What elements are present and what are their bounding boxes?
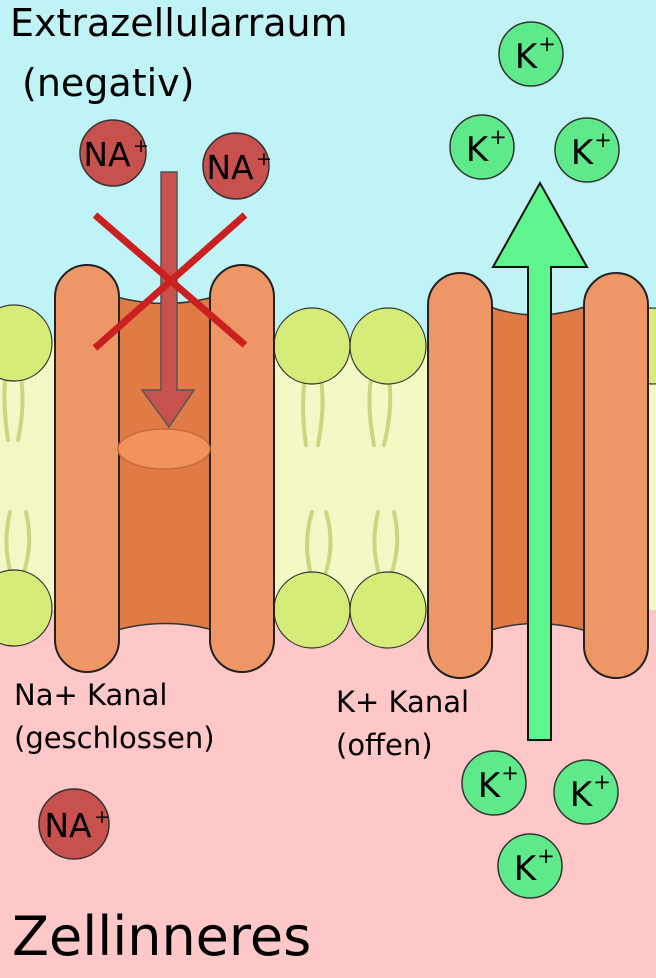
extracellular-title: Extrazellularraum <box>10 1 348 45</box>
k-ion-symbol: K <box>466 130 490 170</box>
na-ion-charge: + <box>133 135 149 157</box>
k-ion-symbol: K <box>514 849 538 889</box>
na-channel-state: (geschlossen) <box>14 721 215 755</box>
k-ion-charge: + <box>594 128 612 152</box>
k-channel-wall-left <box>427 272 493 679</box>
na-channel-wall-right <box>209 264 275 673</box>
k-ion: K + <box>553 759 619 825</box>
k-ion-charge: + <box>593 770 611 794</box>
k-channel <box>427 272 649 679</box>
na-ion-charge: + <box>94 806 110 828</box>
na-channel-label: Na+ Kanal <box>14 678 167 712</box>
k-ion-symbol: K <box>571 133 595 173</box>
na-ion: NA + <box>38 788 110 860</box>
k-ion: K + <box>498 21 564 87</box>
k-ion: K + <box>554 117 620 183</box>
na-ion-charge: + <box>256 148 272 170</box>
lipid-head <box>273 571 351 649</box>
k-ion-symbol: K <box>478 766 502 806</box>
na-channel-gate <box>117 428 211 470</box>
k-channel-label: K+ Kanal <box>336 685 469 719</box>
k-ion-charge: + <box>501 761 519 785</box>
k-channel-state: (offen) <box>336 728 433 762</box>
blocking-cross-icon <box>92 212 248 351</box>
k-ion-symbol: K <box>570 775 594 815</box>
k-ion: K + <box>461 750 527 816</box>
na-channel-wall-left <box>54 264 120 673</box>
na-ion-symbol: NA <box>83 135 131 174</box>
lipid-head <box>349 571 427 649</box>
na-ion-symbol: NA <box>206 148 254 187</box>
k-flow-arrow <box>491 180 589 741</box>
k-ion-charge: + <box>538 32 556 56</box>
lipid-tails-bottom <box>4 510 400 580</box>
na-channel <box>54 264 275 673</box>
k-ion-symbol: K <box>515 37 539 77</box>
lipid-head <box>0 304 53 382</box>
lipid-head <box>0 569 53 647</box>
na-ion-symbol: NA <box>44 806 92 845</box>
k-channel-wall-right <box>583 272 649 679</box>
na-blocked-arrow <box>140 171 196 429</box>
k-ion: K + <box>497 833 563 899</box>
intracellular-title: Zellinneres <box>12 905 311 968</box>
k-ion-charge: + <box>489 125 507 149</box>
k-ion: K + <box>449 114 515 180</box>
extracellular-subtitle: (negativ) <box>22 61 194 105</box>
na-ion: NA + <box>79 119 149 187</box>
lipid-head <box>273 307 351 385</box>
k-ion-charge: + <box>537 844 555 868</box>
na-ion: NA + <box>202 132 272 200</box>
lipid-head <box>349 307 427 385</box>
